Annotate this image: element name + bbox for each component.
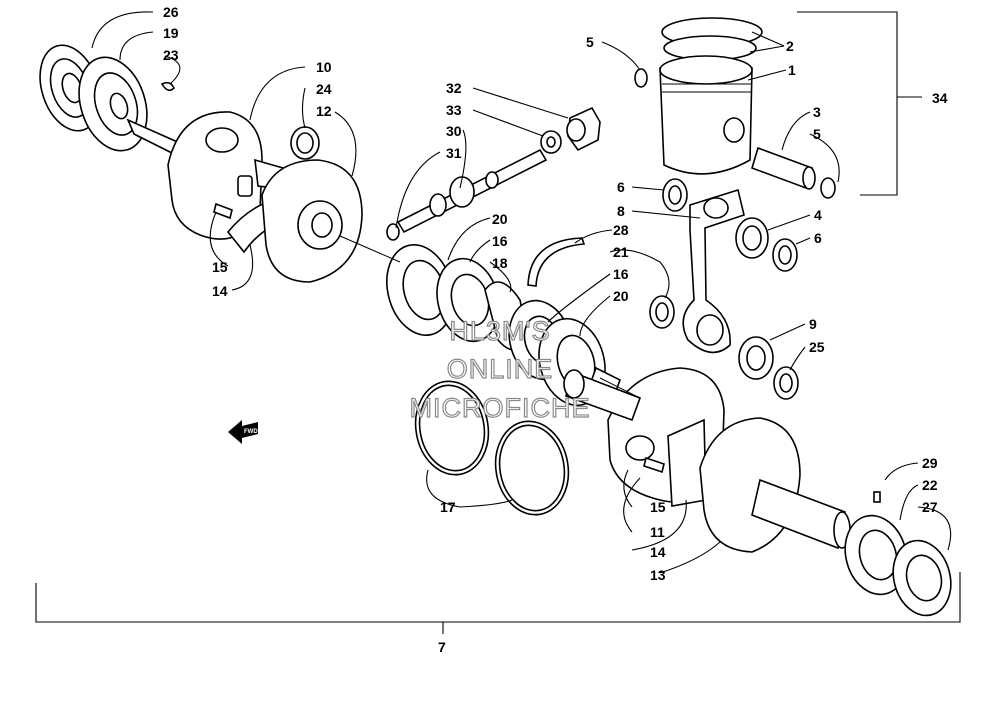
oil-pump-shaft-30 bbox=[396, 148, 548, 234]
callout-18: 18 bbox=[492, 255, 508, 271]
callout-15-left: 15 bbox=[212, 259, 228, 275]
piston-rings-2 bbox=[661, 17, 763, 61]
callout-30: 30 bbox=[446, 123, 462, 139]
callout-11: 11 bbox=[650, 524, 665, 540]
crank-seal-27 bbox=[892, 539, 952, 617]
retaining-ring-31 bbox=[386, 223, 400, 241]
callout-23: 23 bbox=[163, 47, 179, 63]
axis-lines bbox=[339, 235, 641, 399]
callout-6-a: 6 bbox=[617, 179, 625, 195]
callout-19: 19 bbox=[163, 25, 179, 41]
crank-pin-15 bbox=[213, 202, 233, 220]
piston-1 bbox=[659, 55, 753, 175]
callout-29: 29 bbox=[922, 455, 938, 471]
callout-13: 13 bbox=[650, 567, 666, 583]
watermark-line-1: HL3M'S bbox=[449, 316, 550, 346]
center-bearing-20a bbox=[386, 244, 454, 336]
callout-12: 12 bbox=[316, 103, 332, 119]
callout-2: 2 bbox=[786, 38, 794, 54]
woodruff-key-29 bbox=[873, 491, 881, 503]
main-bearing-19 bbox=[78, 56, 148, 152]
needle-bearing-9 bbox=[738, 336, 774, 380]
thrust-washer-14b bbox=[667, 418, 707, 507]
callout-16-b: 16 bbox=[613, 266, 629, 282]
thrust-washer-6b bbox=[772, 238, 798, 272]
leader-lines bbox=[91, 11, 952, 574]
watermark-line-3: MICROFICHE bbox=[410, 393, 591, 423]
callout-1: 1 bbox=[788, 62, 796, 78]
callout-33: 33 bbox=[446, 102, 462, 118]
callout-22: 22 bbox=[922, 477, 938, 493]
callout-28: 28 bbox=[613, 222, 629, 238]
callout-5-b: 5 bbox=[813, 126, 821, 142]
bushing-33 bbox=[540, 130, 562, 154]
fwd-arrow-icon: FWD bbox=[228, 420, 258, 444]
assembly-bracket-7 bbox=[35, 572, 961, 634]
watermark-line-2: ONLINE bbox=[447, 354, 554, 384]
callout-10: 10 bbox=[316, 59, 332, 75]
circlip-5a bbox=[634, 68, 648, 88]
callout-20-b: 20 bbox=[613, 288, 629, 304]
snap-ring-28 bbox=[527, 237, 586, 287]
callout-25: 25 bbox=[809, 339, 825, 355]
callout-26: 26 bbox=[163, 4, 179, 20]
piston-assembly-bracket-34 bbox=[797, 11, 922, 196]
callout-20-a: 20 bbox=[492, 211, 508, 227]
washer-21 bbox=[649, 295, 675, 329]
fwd-label: FWD bbox=[244, 429, 258, 435]
callout-4: 4 bbox=[814, 207, 822, 223]
piston-pin-3 bbox=[751, 146, 816, 190]
callout-27: 27 bbox=[922, 499, 938, 515]
callout-14-right: 14 bbox=[650, 544, 666, 560]
callout-24: 24 bbox=[316, 81, 332, 97]
callout-6-b: 6 bbox=[814, 230, 822, 246]
callout-5-a: 5 bbox=[586, 34, 594, 50]
washer-24 bbox=[290, 126, 320, 160]
callout-15-right: 15 bbox=[650, 499, 666, 515]
needle-bearing-4 bbox=[735, 217, 769, 259]
crank-web-12 bbox=[261, 159, 363, 283]
seal-ring-16a bbox=[436, 257, 500, 343]
callout-17: 17 bbox=[440, 499, 456, 515]
seal-rings-17 bbox=[414, 380, 570, 516]
callout-31: 31 bbox=[446, 145, 462, 161]
callout-32: 32 bbox=[446, 80, 462, 96]
callout-9: 9 bbox=[809, 316, 817, 332]
callout-3: 3 bbox=[813, 104, 821, 120]
callout-34: 34 bbox=[932, 90, 948, 106]
circlip-5b bbox=[820, 177, 836, 199]
callout-16-a: 16 bbox=[492, 233, 508, 249]
woodruff-key-23 bbox=[160, 81, 175, 92]
thrust-washer-25 bbox=[773, 366, 799, 400]
callout-8: 8 bbox=[617, 203, 625, 219]
crank-pin-15b bbox=[643, 456, 665, 474]
callout-14-left: 14 bbox=[212, 283, 228, 299]
thrust-washer-6a bbox=[662, 178, 688, 212]
connecting-rod-8 bbox=[682, 188, 745, 354]
callout-7: 7 bbox=[438, 639, 446, 655]
center-crank-shaft bbox=[563, 369, 642, 422]
callout-labels: 26 19 23 10 24 12 15 14 32 33 30 31 20 1… bbox=[163, 4, 948, 655]
oil-seal-32 bbox=[566, 106, 601, 152]
main-bearing-22 bbox=[844, 514, 908, 596]
crank-web-13 bbox=[699, 417, 851, 553]
watermark: HL3M'S ONLINE MICROFICHE bbox=[409, 315, 591, 423]
callout-21: 21 bbox=[613, 244, 629, 260]
